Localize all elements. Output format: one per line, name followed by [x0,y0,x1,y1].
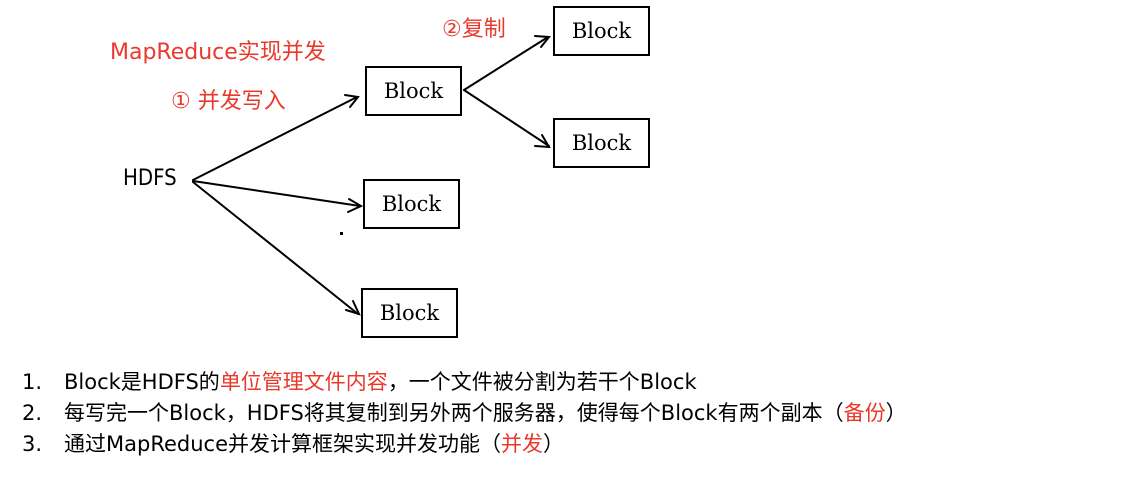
note-text: ） [885,401,907,425]
note-highlight: 备份 [843,401,886,425]
arrowhead-icon [345,300,361,316]
note-text: 每写完一个Block，HDFS将其复制到另外两个服务器，使得每个Block有两个… [64,401,844,425]
notes-list: 1. Block是HDFS的单位管理文件内容，一个文件被分割为若干个Block 2… [22,367,907,460]
edge-hdfs-block4 [192,180,361,207]
edge-hdfs-block5 [192,181,359,315]
note-text: ，一个文件被分割为若干个Block [387,370,697,394]
arrowhead-icon [344,94,360,108]
note-number: 3. [22,432,43,456]
note-highlight: 并发 [501,432,543,456]
edge-block1-block3 [463,89,550,147]
block-node-2: Block [553,6,650,56]
step-copy-label: ②复制 [442,17,506,42]
note-text: Block是HDFS的 [64,370,220,394]
note-item: 2. 每写完一个Block，HDFS将其复制到另外两个服务器，使得每个Block有… [22,398,907,429]
arrowhead-icon [534,134,551,149]
note-item: 3. 通过MapReduce并发计算框架实现并发功能（并发） [22,429,907,460]
note-item: 1. Block是HDFS的单位管理文件内容，一个文件被分割为若干个Block [22,367,907,398]
note-number: 1. [22,370,43,394]
note-highlight: 单位管理文件内容 [219,370,388,394]
note-text: 通过MapReduce并发计算框架实现并发功能（ [64,432,501,456]
edge-block1-block2 [463,36,549,91]
stray-dot [340,232,343,235]
note-number: 2. [22,401,43,425]
connector-lines [192,35,551,316]
arrowhead-icon [534,35,551,48]
step-write-label: ① 并发写入 [171,89,286,114]
edge-hdfs-block1 [192,96,358,181]
diagram-title: MapReduce实现并发 [110,40,326,65]
block-node-5: Block [361,288,458,338]
note-text: ） [543,432,564,456]
hdfs-source-label: HDFS [123,166,177,191]
block-node-4: Block [363,179,460,229]
block-node-3: Block [553,118,650,168]
block-node-1: Block [365,66,462,116]
arrowhead-icon [347,198,364,213]
